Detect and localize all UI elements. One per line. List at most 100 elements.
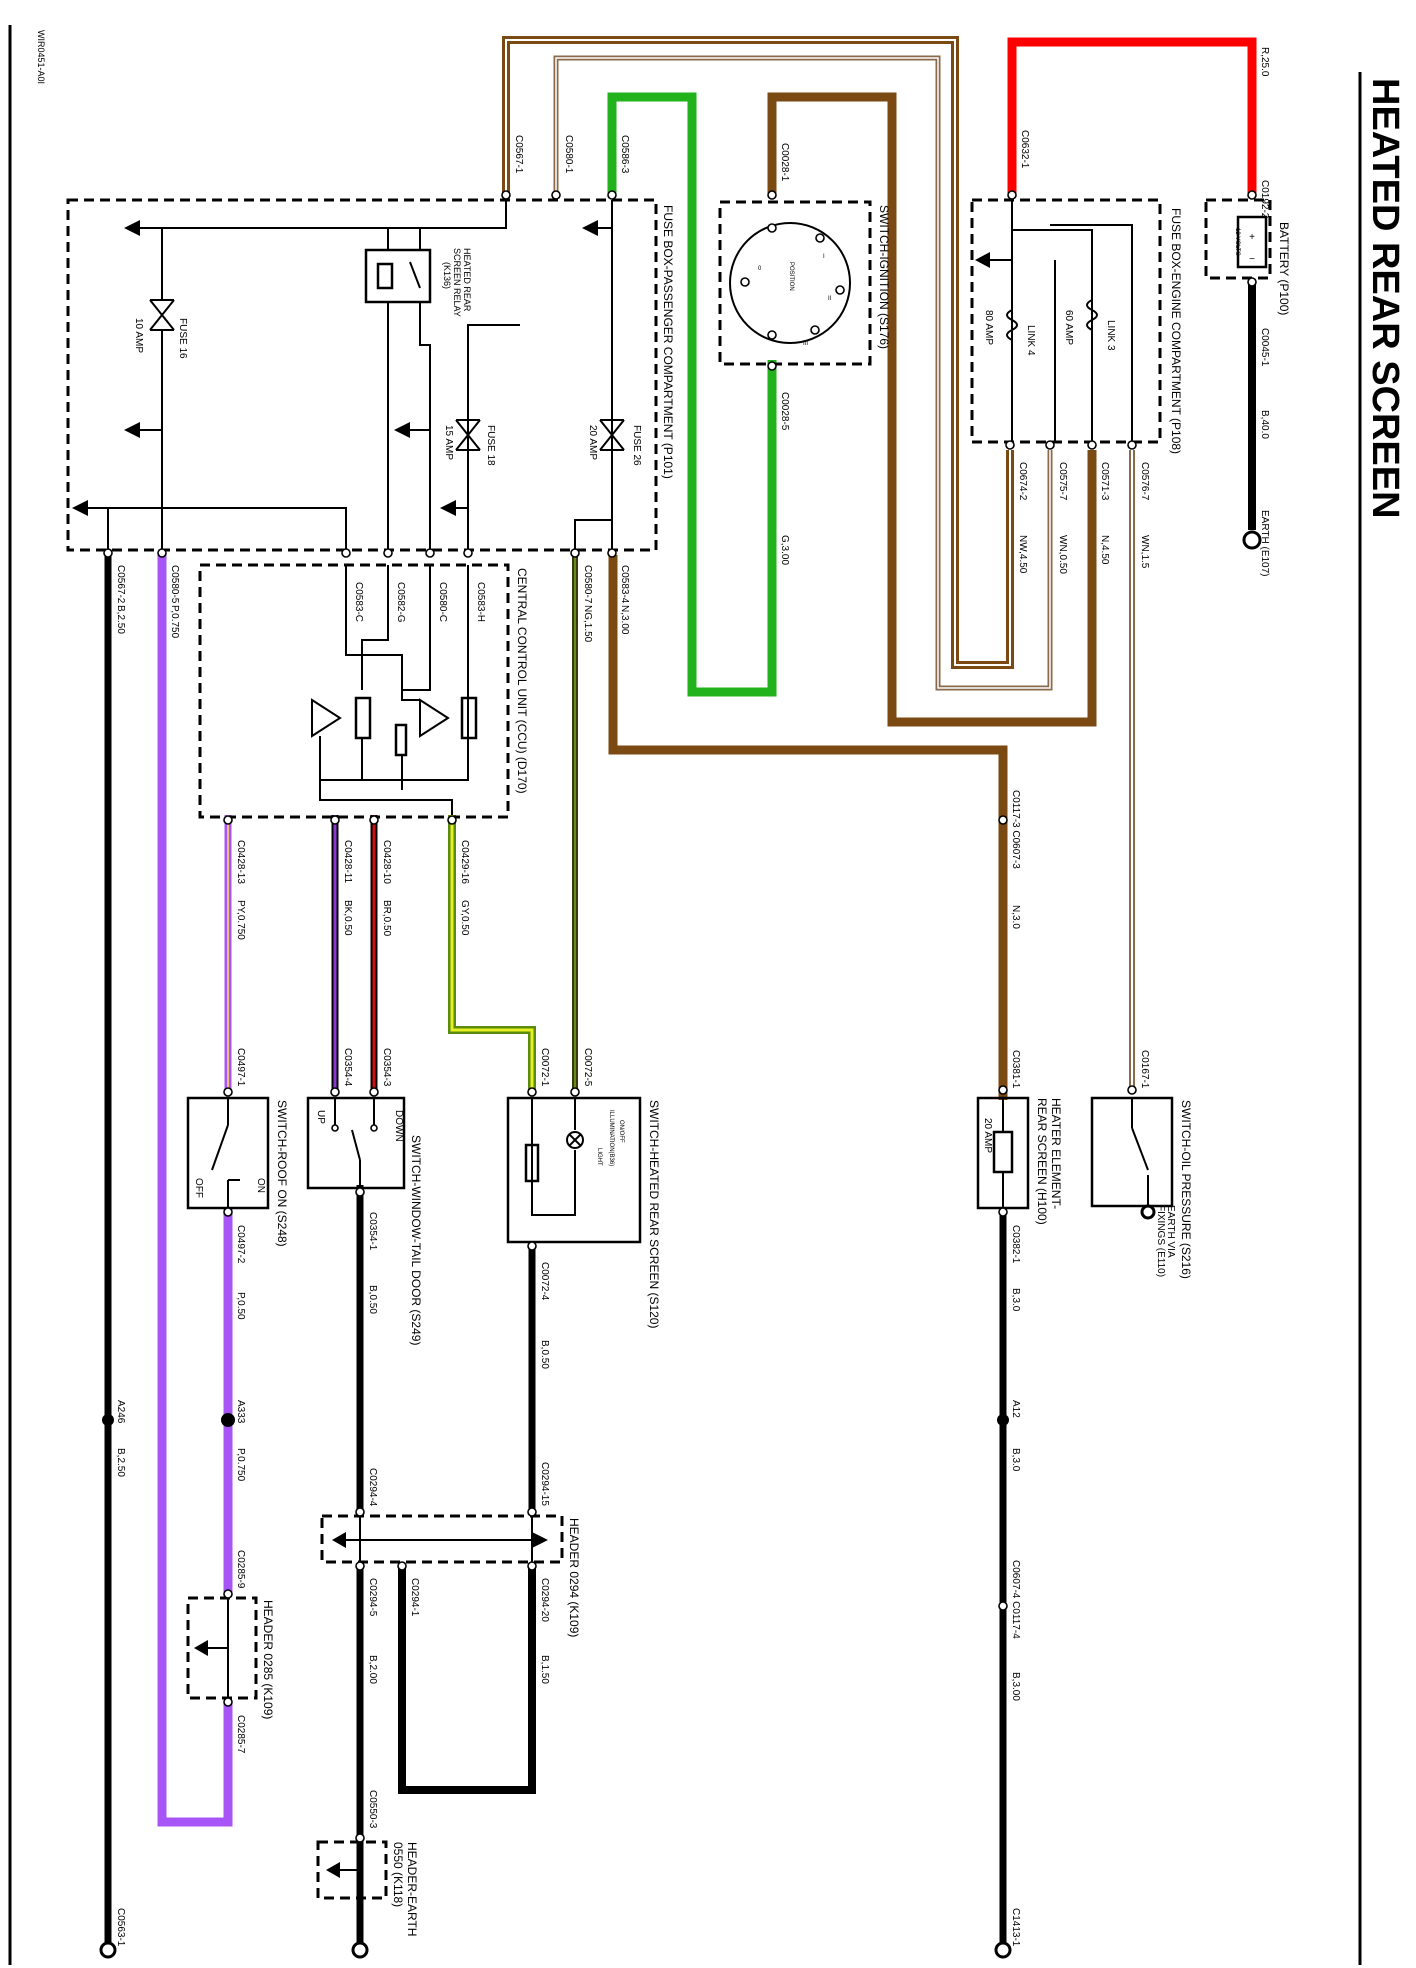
label-c0580-c: C0580-C	[437, 582, 448, 622]
link4-label: LINK 4	[1025, 325, 1036, 356]
label-c0382-1: C0382-1	[1010, 1225, 1021, 1264]
hrs-switch-lines	[531, 1098, 576, 1216]
connector-c0072-5	[570, 1087, 580, 1097]
header-0294-box	[320, 1514, 564, 1564]
label-c0285-9: C0285-9	[235, 1550, 246, 1589]
ccu-internal-lines	[319, 736, 469, 790]
connector-c0294-1	[397, 1561, 407, 1571]
heater-element-label-1: HEATER ELEMENT-	[1049, 1098, 1063, 1209]
header-0294-arrow-right	[532, 1532, 548, 1548]
header-0285-label: HEADER 0285 (K109)	[261, 1600, 275, 1719]
link3-label: LINK 3	[1105, 320, 1116, 351]
ignition-pin-6	[740, 277, 750, 287]
splice-a246	[102, 1414, 114, 1426]
battery-box	[1204, 198, 1272, 280]
fuse18-line	[467, 324, 520, 550]
fuse26-label: FUSE 26	[631, 425, 642, 466]
window-switch-contact-icon	[351, 1129, 361, 1161]
connector-c0028-1	[767, 190, 777, 200]
label-p0750b: P,0.750	[235, 1448, 246, 1482]
ign-pos-i: I	[823, 254, 825, 260]
ignition-pin-3	[835, 285, 845, 295]
connector-c0586-3	[607, 190, 617, 200]
relay-contact-icon	[409, 261, 421, 289]
hrs-inner-1: ON/OFF	[618, 1120, 624, 1143]
oil-switch-label: SWITCH-OIL PRESSURE (S216)	[1179, 1100, 1193, 1279]
ccu-line-3	[402, 565, 431, 691]
wire-n300	[608, 555, 1008, 1100]
header-0294-bus	[340, 1516, 533, 1562]
connector-c0382-1	[998, 1207, 1008, 1217]
ignition-dial	[729, 222, 851, 344]
ccu-resistor	[394, 723, 408, 757]
label-c0571-3: C0571-3	[1099, 462, 1110, 501]
label-p0750: P,0.750	[169, 605, 180, 639]
connector-c0583-h	[463, 548, 473, 558]
header-0294-arrow-left	[332, 1532, 346, 1548]
label-c0294-1: C0294-1	[409, 1578, 420, 1617]
connector-c0285-7	[223, 1697, 233, 1707]
label-c0072-5: C0072-5	[582, 1048, 593, 1087]
fuse18-icon	[455, 419, 481, 451]
label-p050: P,0.50	[235, 1292, 246, 1320]
earth-e107-symbol	[1242, 530, 1262, 550]
ccu-label: CENTRAL CONTROL UNIT (CCU) (D170)	[515, 568, 529, 794]
switch-oil-pressure-s216: SWITCH-OIL PRESSURE (S216) EARTH VIA FIX…	[1090, 1096, 1193, 1279]
fusebox-engine-label: FUSE BOX-ENGINE COMPARTMENT (P108)	[1169, 208, 1183, 454]
fuse26-icon	[599, 419, 625, 451]
roof-switch-label: SWITCH-ROOF ON (S248)	[275, 1100, 289, 1247]
drawing-code: WIR0451-A0I	[36, 30, 46, 84]
page-title: HEATED REAR SCREEN	[1364, 78, 1406, 519]
label-c0567-2: C0567-2	[115, 565, 126, 604]
wire-green-g300	[607, 92, 777, 697]
wire-header-loop	[398, 1565, 536, 1794]
label-b050b: B,0.50	[539, 1340, 550, 1369]
ccu-transistor-2	[419, 698, 450, 738]
label-c0580-1: C0580-1	[563, 135, 574, 174]
oil-switch-contact-icon	[1131, 1127, 1149, 1171]
label-b30b: B,3.0	[1010, 1448, 1021, 1472]
label-c0072-1: C0072-1	[539, 1048, 550, 1087]
label-ng150: NG,1.50	[582, 605, 593, 643]
roof-switch-on: ON	[255, 1178, 266, 1193]
label-a12: A12	[1010, 1400, 1021, 1418]
link4-rating: 80 AMP	[983, 310, 994, 345]
window-switch-box	[306, 1096, 406, 1190]
label-c0575-7: C0575-7	[1057, 462, 1068, 501]
engine-bus-line	[1012, 229, 1093, 442]
connector-c0497-2	[223, 1207, 233, 1217]
heater-element-label-2: REAR SCREEN (H100)	[1035, 1098, 1049, 1225]
label-n300: N,3.00	[619, 605, 630, 635]
connector-c0192-2	[1247, 190, 1257, 200]
ign-pos-0: 0	[758, 266, 762, 272]
battery-plus-sign: +	[1249, 232, 1255, 243]
connector-c0575-7	[1045, 440, 1055, 450]
connector-c0576-7	[1127, 440, 1137, 450]
label-a333: A333	[235, 1400, 246, 1424]
fusebox-passenger-p101: FUSE 16 10 AMP HEATED REAR SCREEN RELAY …	[66, 135, 675, 643]
wire-n450-loop	[767, 92, 1097, 727]
label-br050: BR,0.50	[381, 900, 392, 937]
engine-feed-line	[982, 200, 1013, 261]
connector-c0045-1	[1247, 277, 1257, 287]
label-c0632-1: C0632-1	[1019, 130, 1030, 169]
connector-c0381-1	[998, 1085, 1008, 1095]
pass-bus-arrow-bottom	[72, 500, 88, 516]
label-c0354-3: C0354-3	[381, 1048, 392, 1087]
ignition-switch-box	[718, 200, 872, 366]
ignition-pin-2	[815, 233, 825, 243]
ignition-pin-1	[767, 223, 777, 233]
label-b250: B,2.50	[115, 605, 126, 634]
connector-c0607-4	[998, 1601, 1008, 1611]
label-c0428-13: C0428-13	[235, 840, 246, 884]
ccu-box	[198, 563, 510, 819]
connector-c0072-4	[527, 1241, 537, 1251]
label-c0583-4: C0583-4	[619, 565, 630, 604]
relay-label-2: SCREEN RELAY	[452, 248, 462, 317]
fuse16-arrow	[124, 422, 140, 438]
wire-wn050-stripe	[555, 57, 1051, 689]
connector-c0028-5	[767, 361, 777, 371]
fuse18-arrow	[440, 500, 456, 516]
label-c0428-10: C0428-10	[381, 840, 392, 884]
